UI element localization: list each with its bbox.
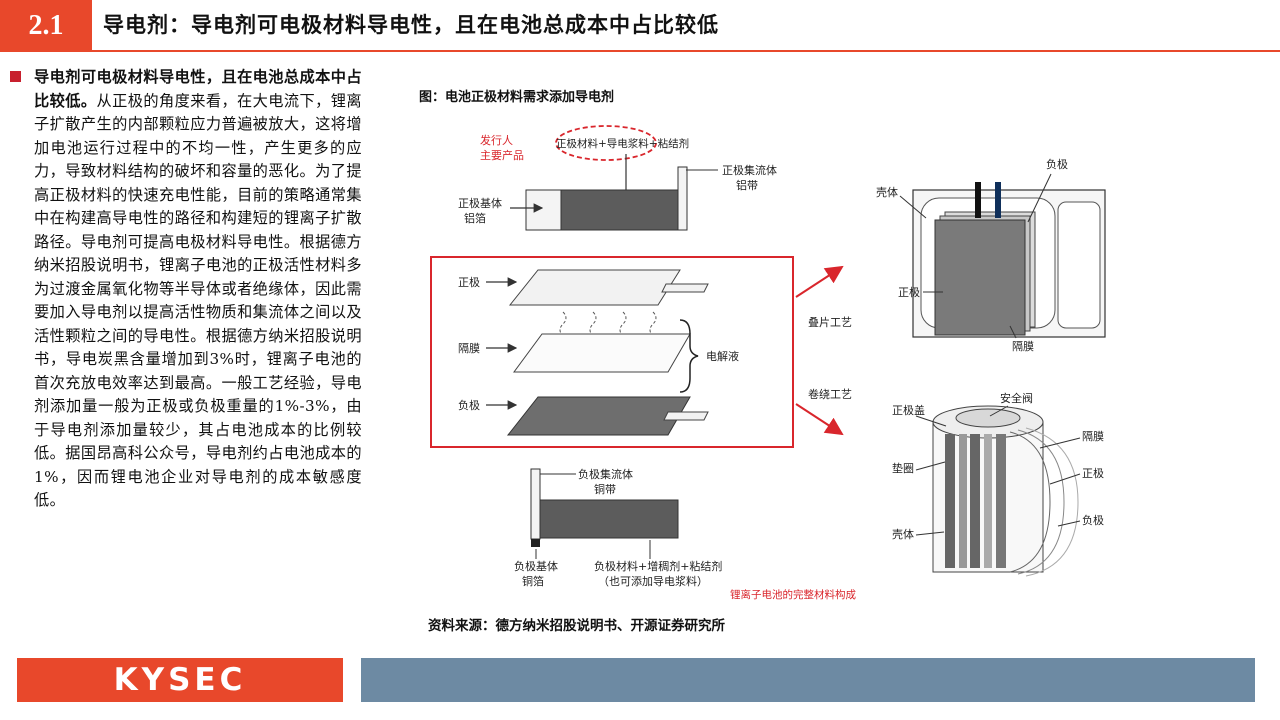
negative-label-cyl: 负极 (1082, 513, 1104, 527)
separator-label-cyl: 隔膜 (1082, 430, 1104, 443)
pos-collector-label-1: 正极集流体 (722, 163, 777, 177)
shell-label-cyl: 壳体 (892, 527, 914, 541)
issuer-label-line1: 发行人 (480, 133, 513, 147)
positive-label-right: 正极 (898, 285, 920, 299)
negative-coating (539, 499, 679, 539)
source-note: 资料来源：德方纳米招股说明书、开源证券研究所 (428, 618, 725, 634)
safety-valve-label: 安全阀 (1000, 391, 1033, 405)
electrolyte-label: 电解液 (706, 349, 739, 363)
body-text: 从正极的角度来看，在大电流下，锂离子扩散产生的内部颗粒应力普遍被放大，这将增加电… (34, 91, 362, 510)
body-paragraph: 导电剂可电极材料导电性，且在电池总成本中占比较低。从正极的角度来看，在大电流下，… (34, 66, 362, 513)
pos-collector-label-2: 铝带 (736, 178, 758, 192)
footer-bar (361, 658, 1255, 702)
highlight-ellipse (555, 125, 657, 161)
separator-label-right: 隔膜 (1012, 340, 1034, 353)
positive-tab (677, 166, 688, 231)
positive-foil (525, 189, 562, 231)
separator-label: 隔膜 (458, 342, 480, 355)
negative-foil-end (531, 539, 540, 547)
footer-logo: KYSEC (17, 658, 343, 702)
neg-collector-label-2: 铜带 (594, 482, 616, 496)
battery-structure-diagram: 发行人 主要产品 正极材料+导电浆料+粘结剂 正极集流体 铝带 正极基体 铝箔 … (430, 125, 1106, 601)
pos-cap-label: 正极盖 (892, 403, 925, 417)
issuer-label-line2: 主要产品 (480, 148, 524, 162)
section-number: 2.1 (0, 0, 92, 52)
formula-bottom-label-1: 负极材料+增稠剂+粘结剂 (594, 559, 722, 573)
negative-sheet-tab (663, 411, 709, 421)
page-title: 导电剂：导电剂可电极材料导电性，且在电池总成本中占比较低 (103, 12, 719, 37)
header-rule (92, 50, 1280, 52)
stacking-label: 叠片工艺 (808, 316, 852, 329)
bottom-figure-caption: 锂离子电池的完整材料构成 (730, 588, 856, 601)
positive-label-cyl: 正极 (1082, 466, 1104, 480)
positive-sheet (508, 269, 681, 306)
pos-base-label-2: 铝箔 (464, 211, 486, 225)
neg-base-label-2: 铜箔 (522, 574, 544, 588)
body-text-column: 导电剂可电极材料导电性，且在电池总成本中占比较低。从正极的角度来看，在大电流下，… (10, 66, 362, 513)
positive-coating (560, 189, 679, 231)
separator-sheet (513, 333, 691, 373)
gasket-label: 垫圈 (892, 461, 914, 475)
positive-label: 正极 (458, 275, 480, 289)
cell-tab-right (995, 182, 1001, 218)
formula-bottom-label-2: （也可添加导电浆料） (598, 574, 708, 588)
logo-text: KYSEC (113, 662, 247, 698)
neg-collector-label-1: 负极集流体 (578, 467, 633, 481)
positive-sheet-tab (661, 283, 709, 293)
shell-label-top: 壳体 (876, 185, 898, 199)
lead-sentence: 导电剂可电极材料导电性，且在电池总成本中占比较低。 (34, 68, 362, 110)
negative-tab (530, 468, 541, 540)
pos-base-label-1: 正极基体 (458, 196, 502, 210)
formula-top-label: 正极材料+导电浆料+粘结剂 (556, 137, 689, 150)
winding-label: 卷绕工艺 (808, 387, 852, 401)
negative-label: 负极 (458, 398, 480, 412)
cell-tab-left (975, 182, 981, 218)
neg-base-label-1: 负极基体 (514, 559, 558, 573)
layers-frame (430, 256, 794, 448)
figure-caption: 图：电池正极材料需求添加导电剂 (419, 90, 615, 105)
negative-label-right: 负极 (1046, 157, 1068, 171)
negative-sheet (506, 396, 691, 436)
bullet-square-icon (10, 71, 21, 82)
